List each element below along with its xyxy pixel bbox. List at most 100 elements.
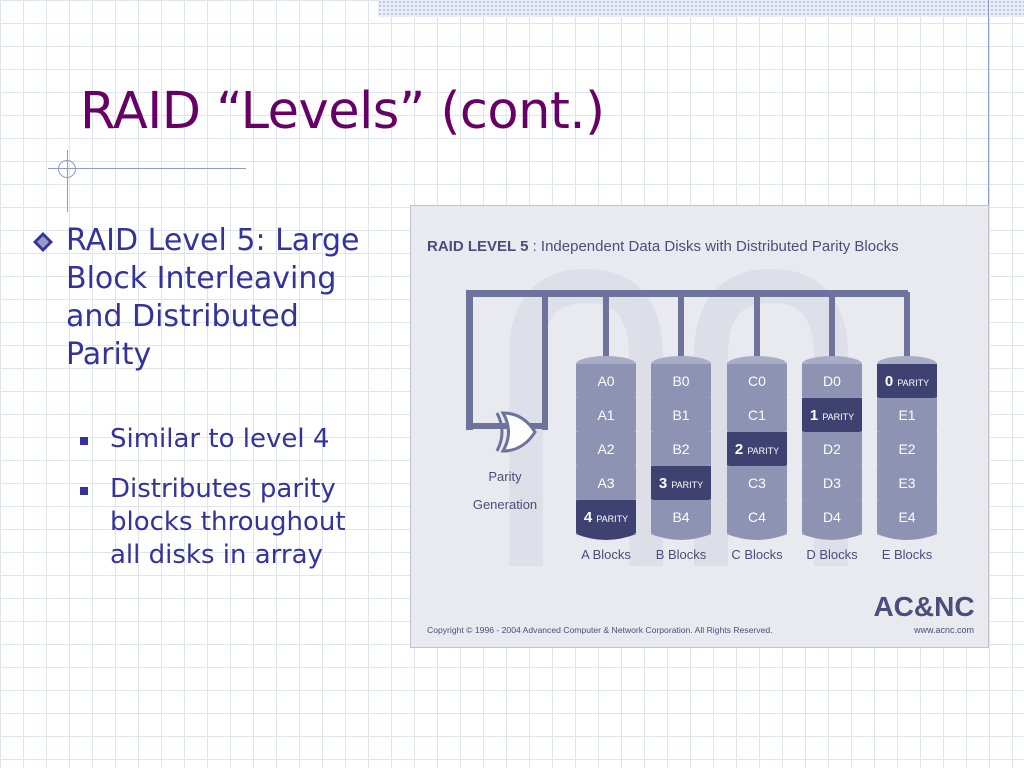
- square-bullet-icon: [80, 437, 88, 445]
- data-block: [877, 500, 937, 534]
- sub-bullet: Distributes parity blocks throughout all…: [80, 473, 380, 572]
- disk-drop-line: [904, 292, 910, 358]
- block-label: A1: [597, 407, 614, 423]
- data-block: [576, 398, 636, 432]
- block-label: D4: [823, 509, 841, 525]
- data-block: [727, 398, 787, 432]
- block-label: C3: [748, 475, 766, 491]
- raid5-diagram: RAID LEVEL 5 : Independent Data Disks wi…: [410, 205, 989, 648]
- block-label: D0: [823, 373, 841, 389]
- data-block: [877, 398, 937, 432]
- bus-line: [466, 290, 908, 297]
- copyright-text: Copyright © 1996 - 2004 Advanced Compute…: [427, 625, 772, 635]
- data-block: [576, 466, 636, 500]
- decorative-vertical-line: [988, 0, 989, 205]
- decorative-vertical-line-left: [67, 150, 68, 212]
- block-label: 2 PARITY: [735, 441, 779, 458]
- parity-block: [802, 398, 862, 432]
- bus-left-drop: [466, 290, 473, 430]
- gate-output-wire: [523, 423, 548, 429]
- data-block: [651, 500, 711, 534]
- diamond-bullet-icon: [33, 232, 53, 252]
- gate-output-riser: [542, 290, 548, 430]
- data-block: [651, 398, 711, 432]
- slide-title: RAID “Levels” (cont.): [80, 82, 605, 141]
- data-block: [802, 466, 862, 500]
- data-block: [877, 466, 937, 500]
- sub-bullet: Similar to level 4: [80, 423, 380, 456]
- disk-bottom-cap: [802, 534, 862, 540]
- block-label: 4 PARITY: [584, 509, 628, 526]
- parity-block: [727, 432, 787, 466]
- data-block: [802, 432, 862, 466]
- block-label: 1 PARITY: [810, 407, 854, 424]
- data-block: [802, 500, 862, 534]
- data-block: [576, 432, 636, 466]
- data-block: [651, 432, 711, 466]
- disk-bottom-cap: [877, 534, 937, 540]
- parity-block: [877, 364, 937, 398]
- disk-label: E Blocks: [882, 547, 933, 562]
- data-block: [727, 364, 787, 398]
- main-bullet: RAID Level 5: Large Block Interleaving a…: [32, 222, 382, 374]
- block-label: D3: [823, 475, 841, 491]
- block-label: C0: [748, 373, 766, 389]
- bus-wires: [466, 290, 910, 430]
- gate-label-generation: Generation: [473, 497, 537, 512]
- decorative-dot-band: [378, 0, 1024, 17]
- disk-bottom-cap: [576, 534, 636, 540]
- block-label: B1: [672, 407, 689, 423]
- watermark-logo: [509, 268, 848, 566]
- disk-drop-line: [754, 292, 760, 358]
- block-label: B2: [672, 441, 689, 457]
- data-block: [802, 364, 862, 398]
- block-label: E4: [898, 509, 915, 525]
- data-block: [576, 364, 636, 398]
- disk-label: D Blocks: [806, 547, 858, 562]
- disk-bottom-cap: [651, 534, 711, 540]
- block-label: E3: [898, 475, 915, 491]
- block-label: B0: [672, 373, 689, 389]
- block-label: A0: [597, 373, 614, 389]
- disk-drop-line: [603, 292, 609, 358]
- disk-drop-line: [678, 292, 684, 358]
- gate-input-wire: [466, 423, 508, 429]
- decorative-circle: [58, 160, 76, 178]
- disk-label: A Blocks: [581, 547, 631, 562]
- block-label: D2: [823, 441, 841, 457]
- data-block: [877, 432, 937, 466]
- square-bullet-icon: [80, 487, 88, 495]
- disk-label: C Blocks: [731, 547, 783, 562]
- diagram-heading: RAID LEVEL 5 : Independent Data Disks wi…: [427, 238, 899, 255]
- block-label: E2: [898, 441, 915, 457]
- diagram-heading-bold: RAID LEVEL 5: [427, 238, 528, 255]
- main-bullet-text: RAID Level 5: Large Block Interleaving a…: [66, 223, 360, 372]
- block-label: C1: [748, 407, 766, 423]
- sub-bullet-text: Similar to level 4: [110, 424, 330, 454]
- decorative-horizontal-line: [48, 168, 246, 169]
- parity-block: [576, 500, 636, 534]
- block-label: 0 PARITY: [885, 373, 929, 390]
- disk-drop-line: [829, 292, 835, 358]
- data-block: [651, 364, 711, 398]
- block-label: E1: [898, 407, 915, 423]
- disk-bottom-cap: [727, 534, 787, 540]
- gate-label-parity: Parity: [488, 469, 522, 484]
- diagram-heading-rest: : Independent Data Disks with Distribute…: [528, 238, 898, 255]
- data-block: [727, 466, 787, 500]
- data-block: [727, 500, 787, 534]
- block-label: A3: [597, 475, 614, 491]
- parity-gate-icon: [495, 411, 537, 453]
- block-label: A2: [597, 441, 614, 457]
- disk-label: B Blocks: [656, 547, 707, 562]
- block-label: B4: [672, 509, 689, 525]
- parity-block: [651, 466, 711, 500]
- sub-bullet-text: Distributes parity blocks throughout all…: [110, 474, 346, 570]
- block-label: C4: [748, 509, 766, 525]
- website-text: www.acnc.com: [913, 625, 974, 635]
